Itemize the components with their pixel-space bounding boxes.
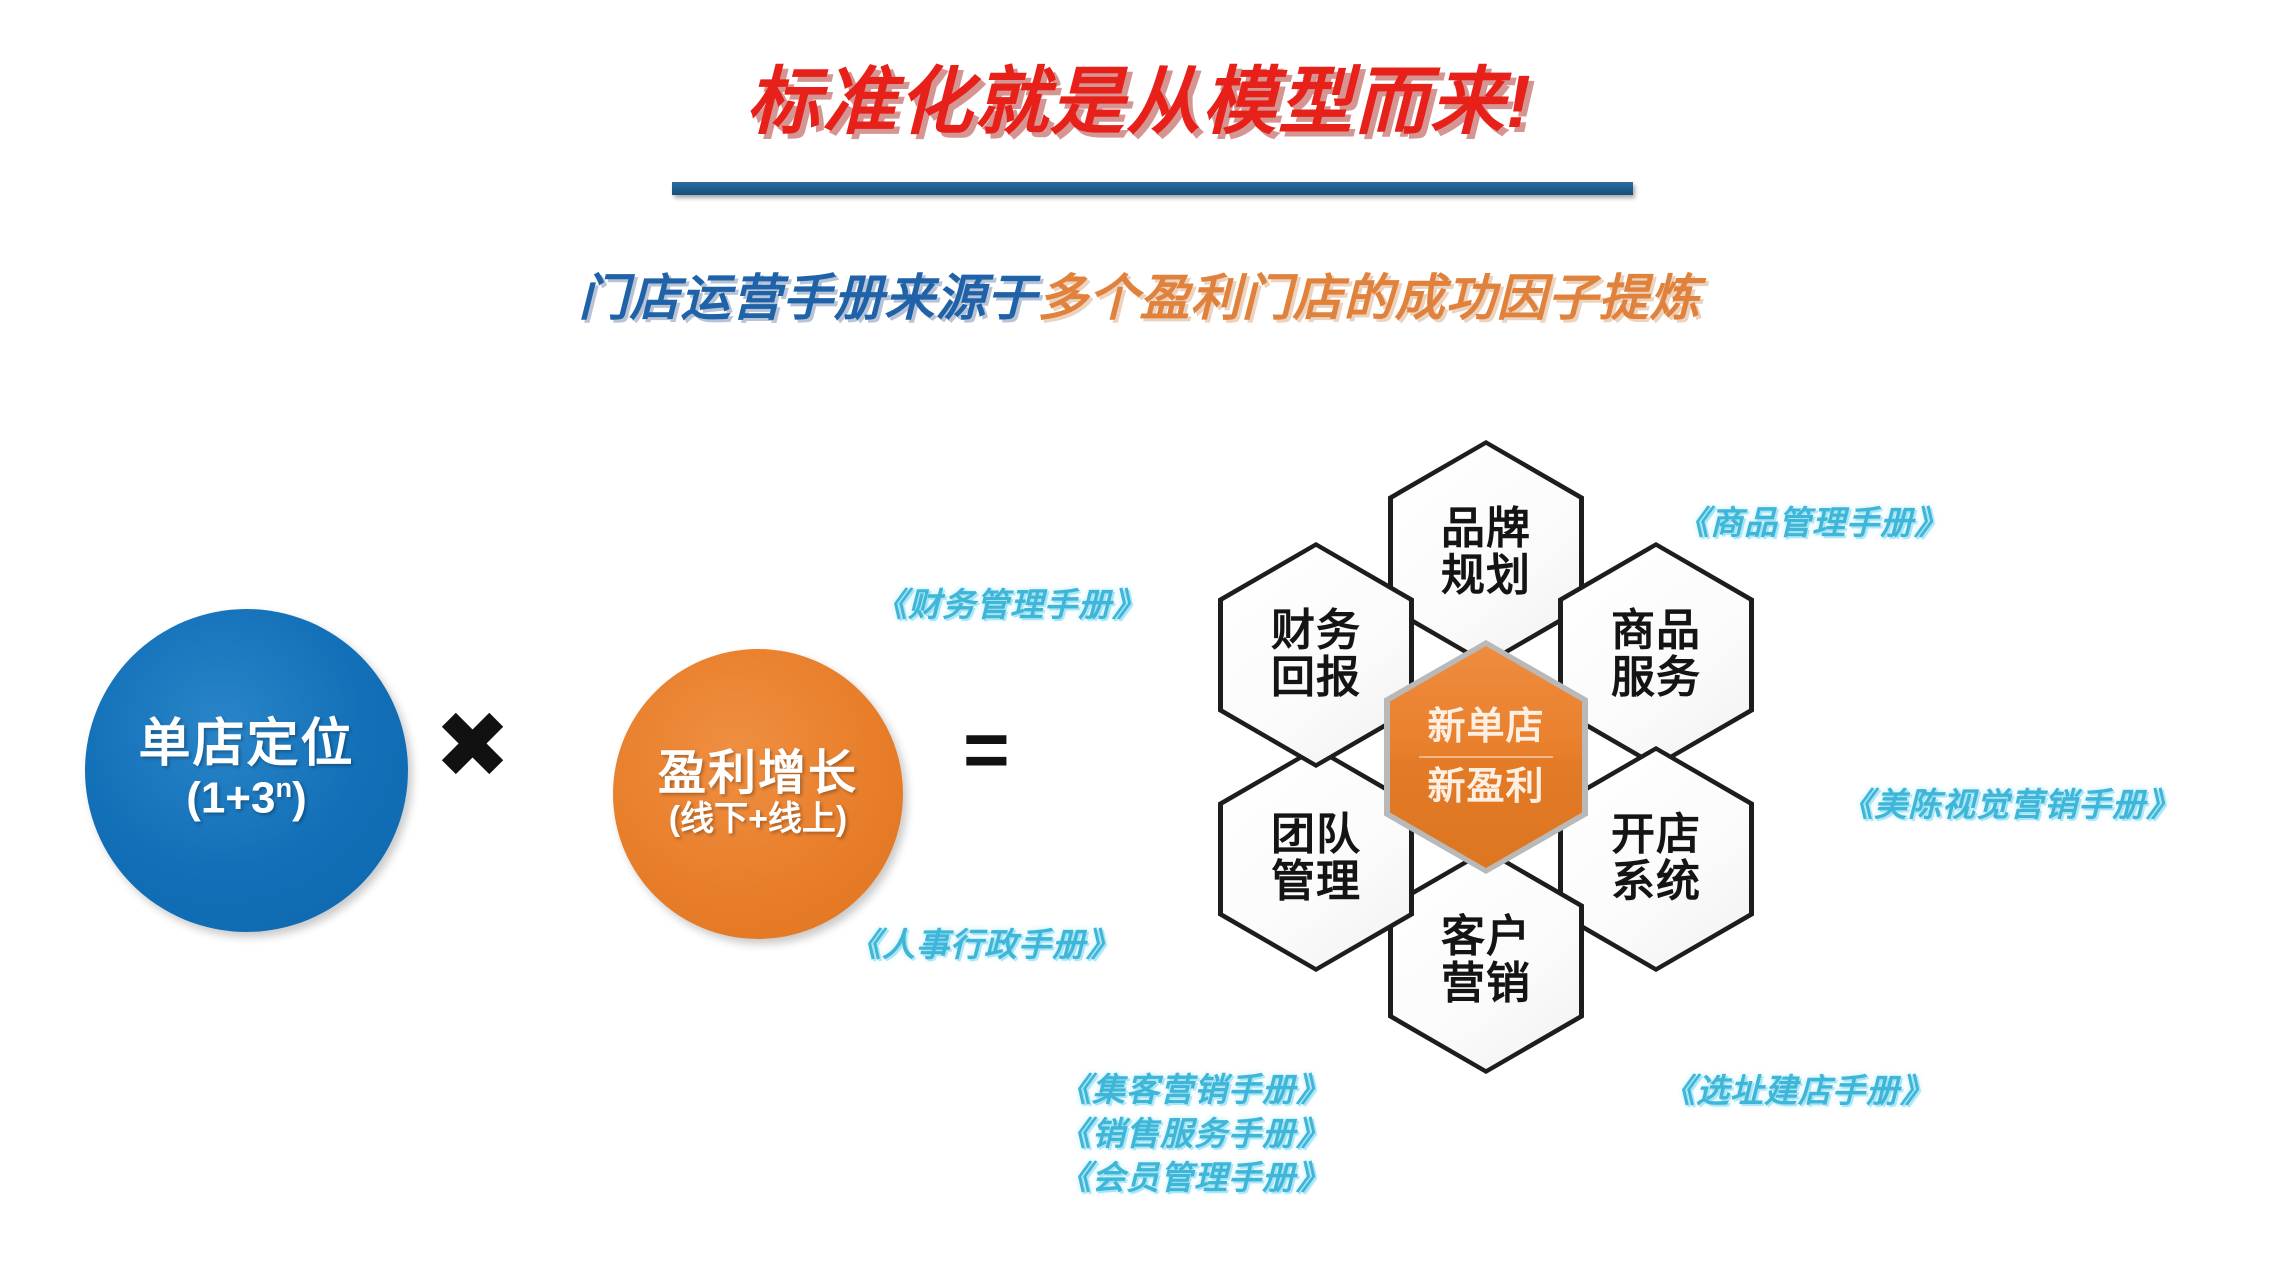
hex-center-line1: 新单店 [1427,705,1545,748]
manual-label-visual: 《美陈视觉营销手册》 [1840,786,2180,823]
equals-icon: = [963,705,1010,794]
subtitle-orange-part: 多个盈利门店的成功因子提炼 [1037,270,1701,326]
hex-finance-line1: 财务 [1271,606,1361,656]
hex-node-center-highlight: 新单店 新盈利 [1384,640,1588,874]
hex-node-brand-label: 品牌 规划 [1441,506,1531,599]
hex-goods-line2: 服务 [1611,653,1701,702]
subtitle-blue-part: 门店运营手册来源于 [578,270,1038,326]
manual-label-sales-service: 《销售服务手册》 [1058,1114,1330,1152]
hex-center-line2: 新盈利 [1427,766,1545,808]
hexagon-cluster: 品牌 规划 商品 服务 开店 系统 客户 营销 [1140,440,1840,1200]
factor-two-line1: 盈利增长 [657,747,858,801]
hex-finance-line2: 回报 [1271,653,1361,702]
manual-label-membership: 《会员管理手册》 [1058,1158,1330,1196]
hex-fill [1223,547,1409,763]
hex-fill [1563,751,1749,967]
manual-label-marketing-group: 《集客营销手册》 《销售服务手册》 《会员管理手册》 [1058,1068,1330,1200]
manual-label-gathering: 《集客营销手册》 [1058,1071,1330,1108]
hex-team-line1: 团队 [1271,810,1361,860]
hex-customer-line2: 营销 [1441,959,1531,1008]
factor-one-formula-post: ) [292,773,307,823]
hex-fill [1393,445,1579,661]
factor-one-formula-pre: (1+3 [186,773,276,823]
hex-brand-line2: 规划 [1441,551,1531,600]
hex-center-label: 新单店 新盈利 [1419,698,1553,817]
hex-node-team-label: 团队 管理 [1271,812,1361,905]
hex-open-line1: 开店 [1611,810,1701,860]
factor-circle-profit-growth: 盈利增长 (线下+线上) [613,649,903,939]
hex-customer-line1: 客户 [1441,912,1531,962]
hex-fill [1393,853,1579,1069]
hex-node-open-label: 开店 系统 [1611,812,1701,905]
hex-center-fill [1390,646,1582,868]
hex-node-finance-label: 财务 回报 [1271,608,1361,701]
hex-fill [1223,751,1409,967]
manual-label-finance: 《财务管理手册》 [874,586,1146,623]
manual-label-site: 《选址建店手册》 [1662,1072,1934,1109]
factor-one-line2: (1+3n) [186,772,307,824]
factor-circle-positioning: 单店定位 (1+3n) [85,609,408,932]
factor-one-line1: 单店定位 [138,714,355,773]
hex-goods-line1: 商品 [1611,606,1701,656]
hex-open-line2: 系统 [1611,857,1701,906]
hex-brand-line1: 品牌 [1441,504,1531,554]
hex-node-goods-label: 商品 服务 [1611,608,1701,701]
hex-fill [1563,547,1749,763]
hex-node-customer-label: 客户 营销 [1441,914,1531,1007]
hex-node-brand: 品牌 规划 [1388,440,1584,666]
factor-one-formula-superscript: n [275,771,293,803]
hex-node-customer-marketing: 客户 营销 [1388,848,1584,1074]
manual-label-hr: 《人事行政手册》 [848,926,1120,963]
title-underline-rule [672,182,1633,195]
hex-center-divider [1419,756,1553,758]
page-title: 标准化就是从模型而来! [746,60,1533,143]
manual-label-goods: 《商品管理手册》 [1676,504,1948,541]
factor-two-line2: (线下+线上) [668,799,848,838]
hex-team-line2: 管理 [1271,857,1361,906]
multiplication-icon: ✖ [434,695,512,797]
page-subtitle: 门店运营手册来源于多个盈利门店的成功因子提炼 [0,258,2279,330]
